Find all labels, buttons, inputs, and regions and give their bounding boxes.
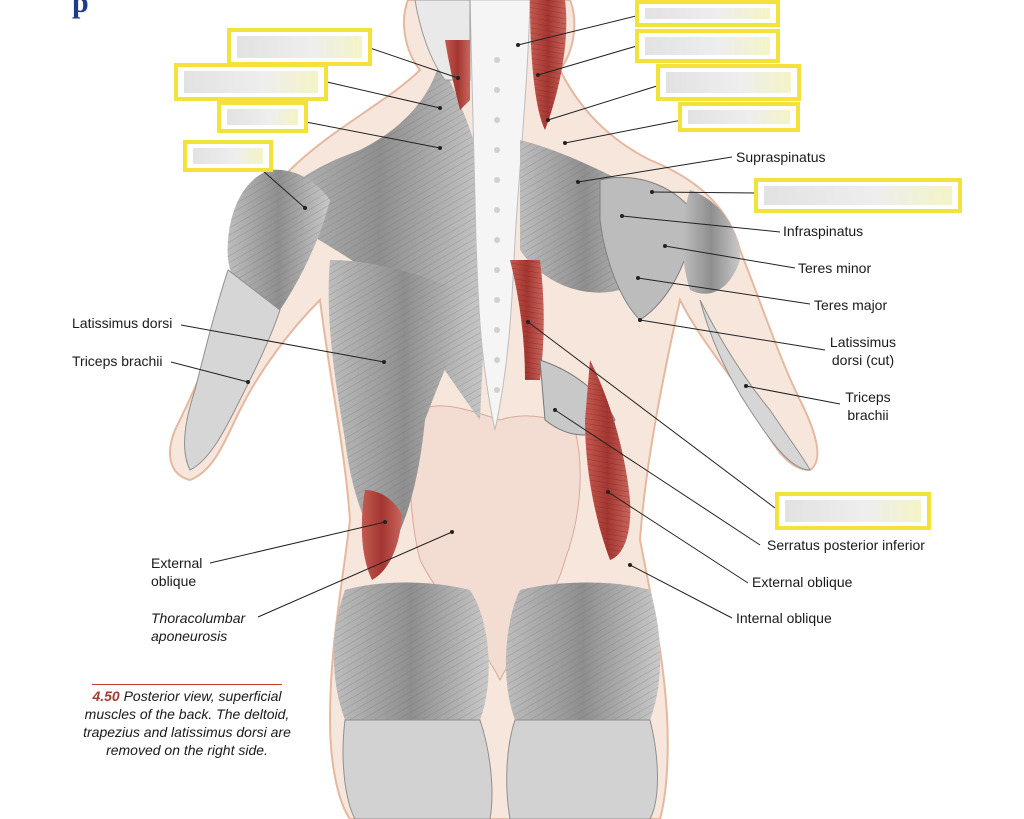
label-latissimus-cut-line2: dorsi (cut): [831, 352, 895, 368]
left-triceps: [184, 269, 281, 471]
vertebrae: [494, 57, 500, 393]
blank-label-1[interactable]: [227, 28, 372, 66]
leader-lines: [170, 14, 841, 619]
blank-label-10[interactable]: [775, 492, 931, 530]
label-triceps-brachii: Triceps brachii: [72, 353, 163, 369]
right-scapula-muscles: [599, 176, 696, 321]
left-external-oblique: [361, 490, 402, 580]
left-neck-muscle: [445, 40, 470, 110]
blank-label-8[interactable]: [678, 102, 800, 132]
right-triceps: [699, 299, 811, 471]
label-serratus-posterior-inferior: Serratus posterior inferior: [767, 537, 925, 553]
label-thoracolumbar-line2: aponeurosis: [151, 628, 228, 644]
label-teres-minor: Teres minor: [798, 260, 872, 276]
label-latissimus-cut: Latissimus dorsi (cut): [823, 333, 903, 369]
label-triceps-right-line2: brachii: [847, 407, 889, 423]
caption-line4: removed on the right side.: [106, 742, 268, 758]
blank-label-9[interactable]: [754, 178, 962, 213]
figure-caption: 4.50 Posterior view, superficial muscles…: [78, 684, 296, 759]
caption-line3: trapezius and latissimus dorsi are: [83, 724, 291, 740]
label-latissimus-cut-line1: Latissimus: [829, 334, 897, 350]
blank-label-3[interactable]: [217, 101, 308, 133]
blank-label-7[interactable]: [656, 64, 801, 101]
right-deltoid: [682, 190, 740, 294]
caption-line1-text: Posterior view, superficial: [119, 688, 282, 704]
caption-line2: muscles of the back. The deltoid,: [84, 706, 290, 722]
label-thoracolumbar-line1: Thoracolumbar: [151, 610, 246, 626]
label-triceps-right-line1: Triceps: [845, 389, 891, 405]
label-triceps-right: Triceps brachii: [836, 388, 900, 424]
label-external-oblique-left-line2: oblique: [151, 573, 197, 589]
label-external-oblique-left-line1: External: [151, 555, 203, 571]
left-thigh: [342, 719, 493, 819]
blank-label-4[interactable]: [183, 140, 273, 172]
blank-label-6[interactable]: [635, 29, 780, 63]
label-latissimus-dorsi: Latissimus dorsi: [72, 315, 173, 331]
figure-number: 4.50: [92, 688, 120, 704]
label-external-oblique-left: External oblique: [151, 554, 202, 590]
label-external-oblique-right: External oblique: [752, 574, 853, 590]
blank-label-2[interactable]: [174, 63, 328, 101]
label-supraspinatus: Supraspinatus: [736, 149, 826, 165]
right-thigh: [506, 719, 658, 819]
heading-fragment: p: [72, 0, 89, 19]
blank-label-5[interactable]: [635, 0, 780, 27]
label-internal-oblique: Internal oblique: [736, 610, 832, 626]
label-infraspinatus: Infraspinatus: [783, 223, 864, 239]
label-teres-major: Teres major: [814, 297, 888, 313]
caption-line1: 4.50 Posterior view, superficial: [78, 687, 296, 705]
label-thoracolumbar-aponeurosis: Thoracolumbar aponeurosis: [151, 609, 245, 645]
caption-rule: [92, 684, 282, 685]
